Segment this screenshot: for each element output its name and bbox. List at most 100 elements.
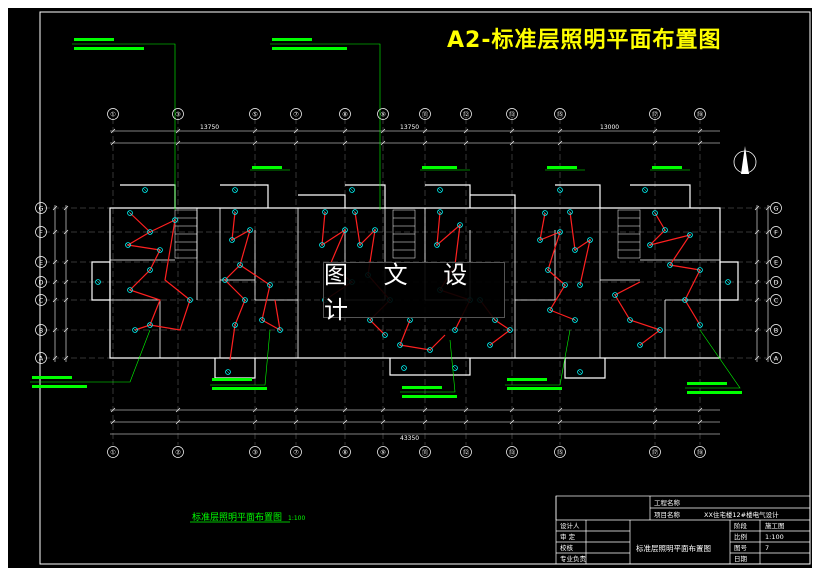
light-fixture-icon bbox=[229, 237, 235, 243]
side-dimensions bbox=[54, 205, 769, 362]
tb-scale-label: 比例 bbox=[734, 532, 747, 541]
light-fixture-icon bbox=[142, 187, 148, 193]
axis-bottom-0: ① bbox=[107, 446, 119, 458]
svg-text:E: E bbox=[39, 258, 43, 266]
svg-text:⑬: ⑬ bbox=[509, 448, 516, 456]
light-fixture-icon bbox=[452, 327, 458, 333]
tb-project-value: XX住宅楼12#楼电气设计 bbox=[704, 510, 779, 519]
axis-top-9: ⑮ bbox=[554, 108, 566, 120]
axis-bottom-1: ② bbox=[172, 446, 184, 458]
axis-bottom-5: ⑨ bbox=[377, 446, 389, 458]
tb-stage-value: 施工图 bbox=[765, 521, 785, 530]
drawing-caption: 标准层照明平面布置图 1:100 bbox=[192, 510, 305, 523]
light-fixture-icon bbox=[401, 365, 407, 371]
light-fixture-icon bbox=[95, 279, 101, 285]
axis-top-6: ⑪ bbox=[419, 108, 431, 120]
light-fixture-icon bbox=[187, 297, 193, 303]
axis-left-1: F bbox=[35, 226, 47, 238]
axis-right-3: D bbox=[770, 276, 782, 288]
light-fixture-icon bbox=[157, 247, 163, 253]
light-fixture-icon bbox=[172, 217, 178, 223]
building-walls bbox=[91, 184, 739, 379]
light-fixture-icon bbox=[657, 327, 663, 333]
light-fixture-icon bbox=[352, 209, 358, 215]
tb-stage-label: 阶段 bbox=[734, 521, 748, 530]
svg-text:E: E bbox=[774, 258, 778, 266]
svg-text:③: ③ bbox=[175, 110, 181, 118]
light-fixture-icon bbox=[434, 242, 440, 248]
svg-text:F: F bbox=[774, 228, 778, 236]
light-fixture-icon bbox=[357, 242, 363, 248]
svg-text:B: B bbox=[39, 326, 43, 334]
svg-text:⑲: ⑲ bbox=[697, 448, 704, 456]
axis-top-5: ⑨ bbox=[377, 108, 389, 120]
axis-top-11: ⑲ bbox=[694, 108, 706, 120]
caption-scale: 1:100 bbox=[288, 515, 306, 522]
light-fixture-icon bbox=[507, 327, 513, 333]
top-dimensions bbox=[110, 130, 720, 435]
title-block-text: 工程名称 项目名称 XX住宅楼12#楼电气设计 设计人 审 定 校核 专业负责 … bbox=[560, 498, 785, 563]
svg-text:C: C bbox=[39, 296, 44, 304]
svg-text:B: B bbox=[774, 326, 778, 334]
light-fixture-icon bbox=[232, 187, 238, 193]
svg-text:③: ③ bbox=[252, 448, 258, 456]
svg-text:⑲: ⑲ bbox=[697, 110, 704, 118]
light-fixture-icon bbox=[725, 279, 731, 285]
tb-date-label: 日期 bbox=[734, 555, 748, 563]
north-arrow-icon bbox=[733, 146, 757, 174]
axis-left-2: E bbox=[35, 256, 47, 268]
svg-text:⑰: ⑰ bbox=[652, 110, 659, 118]
light-fixture-icon bbox=[242, 297, 248, 303]
light-fixture-icon bbox=[342, 227, 348, 233]
svg-text:⑰: ⑰ bbox=[652, 448, 659, 456]
axis-bottom-11: ⑲ bbox=[694, 446, 706, 458]
tb-approver: 专业负责 bbox=[560, 554, 587, 563]
light-fixture-icon bbox=[147, 322, 153, 328]
axis-bottom-8: ⑬ bbox=[506, 446, 518, 458]
svg-text:①: ① bbox=[110, 448, 116, 456]
axis-left-6: A bbox=[35, 352, 47, 364]
axis-right-5: B bbox=[770, 324, 782, 336]
axis-top-4: ⑧ bbox=[339, 108, 351, 120]
light-fixture-icon bbox=[587, 237, 593, 243]
dim-top-3: 13000 bbox=[600, 124, 619, 131]
tb-sheet-value: 7 bbox=[765, 544, 769, 552]
tb-scale-value: 1:100 bbox=[765, 533, 784, 541]
light-fixture-icon bbox=[652, 210, 658, 216]
light-fixture-icon bbox=[572, 317, 578, 323]
light-fixture-icon bbox=[612, 292, 618, 298]
light-fixture-icon bbox=[437, 187, 443, 193]
svg-text:⑦: ⑦ bbox=[293, 448, 299, 456]
dimension-text: 13750 13750 13000 43350 bbox=[200, 124, 619, 442]
svg-text:⑪: ⑪ bbox=[422, 110, 429, 118]
dim-total: 43350 bbox=[400, 435, 419, 442]
light-fixture-icon bbox=[547, 307, 553, 313]
light-fixture-icon bbox=[372, 227, 378, 233]
light-fixture-icon bbox=[147, 229, 153, 235]
svg-text:⑨: ⑨ bbox=[380, 448, 386, 456]
svg-text:⑤: ⑤ bbox=[252, 110, 258, 118]
caption-text: 标准层照明平面布置图 bbox=[192, 513, 283, 523]
light-fixture-icon bbox=[259, 317, 265, 323]
svg-text:F: F bbox=[39, 228, 43, 236]
axis-left-4: C bbox=[35, 294, 47, 306]
tb-sheet-label: 图号 bbox=[734, 544, 748, 552]
light-fixture-icon bbox=[232, 322, 238, 328]
light-fixture-icon bbox=[437, 209, 443, 215]
light-fixture-icon bbox=[267, 282, 273, 288]
svg-text:②: ② bbox=[175, 448, 181, 456]
light-fixture-icon bbox=[232, 209, 238, 215]
dim-top-2: 13750 bbox=[400, 124, 419, 131]
svg-text:C: C bbox=[774, 296, 779, 304]
light-fixture-icon bbox=[457, 222, 463, 228]
light-fixture-icon bbox=[132, 327, 138, 333]
svg-text:⑦: ⑦ bbox=[293, 110, 299, 118]
axis-right-1: F bbox=[770, 226, 782, 238]
light-fixture-icon bbox=[662, 227, 668, 233]
light-fixture-icon bbox=[557, 229, 563, 235]
light-fixture-icon bbox=[427, 347, 433, 353]
